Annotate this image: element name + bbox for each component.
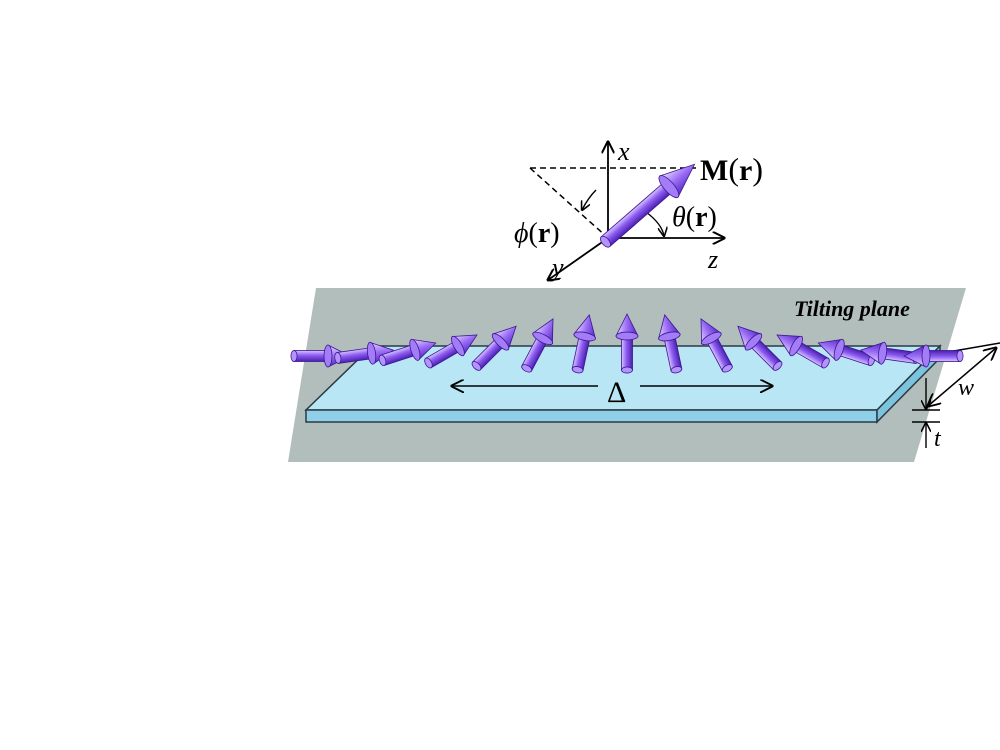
thickness-label: t xyxy=(934,426,942,452)
wall-width-label: Δ xyxy=(607,376,626,409)
thickness-dimension: t xyxy=(912,378,942,452)
strip-arrow xyxy=(737,325,783,371)
magnetization-close-paren: ) xyxy=(752,151,763,187)
magnetization-arrows xyxy=(290,313,964,374)
strip-arrow xyxy=(424,334,478,369)
strip-arrow xyxy=(571,314,596,374)
strip-arrow xyxy=(378,338,437,367)
y-axis xyxy=(548,237,609,280)
width-dimension: w xyxy=(928,342,1000,406)
magnetization-open-paren: ( xyxy=(728,151,739,187)
width-dimension-arrow xyxy=(928,348,996,406)
strip-front-face xyxy=(305,409,878,423)
phi-arc xyxy=(582,189,597,210)
theta-close-paren: ) xyxy=(708,202,717,233)
z-axis-label: z xyxy=(707,245,718,274)
phi-close-paren: ) xyxy=(550,218,559,249)
strip-arrow xyxy=(903,344,964,368)
strip-arrow xyxy=(658,314,683,374)
theta-arc xyxy=(645,211,664,236)
phi-arg: r xyxy=(538,218,550,249)
strip-arrow xyxy=(776,334,830,369)
theta-arg: r xyxy=(695,202,707,233)
strip-arrow xyxy=(700,318,733,373)
theta-label: θ(r) xyxy=(672,202,717,233)
x-axis-label: x xyxy=(617,137,630,166)
width-label: w xyxy=(958,375,974,401)
plane-label: Tilting plane xyxy=(794,296,910,321)
strip-arrow xyxy=(521,318,554,373)
magnetization-label: M(r) xyxy=(700,151,763,187)
projection-dash-diag xyxy=(529,167,609,239)
coordinate-system: x z y M(r) θ(r) ϕ(r) xyxy=(514,137,763,282)
wall-width-dimension: Δ xyxy=(452,376,772,409)
magnetization-vector-arrow xyxy=(599,163,696,248)
magnetization-arg: r xyxy=(739,154,752,187)
phi-label: ϕ(r) xyxy=(514,218,560,249)
magnetization-symbol: M xyxy=(700,154,728,187)
phi-symbol: ϕ xyxy=(514,218,529,249)
strip-arrow xyxy=(817,338,876,367)
theta-open-paren: ( xyxy=(686,202,695,233)
magnetization-vector xyxy=(599,163,696,248)
strip-arrow xyxy=(615,313,639,374)
y-axis-label: y xyxy=(549,253,564,282)
theta-symbol: θ xyxy=(672,202,686,233)
strip-arrow xyxy=(471,325,517,371)
phi-open-paren: ( xyxy=(529,218,538,249)
